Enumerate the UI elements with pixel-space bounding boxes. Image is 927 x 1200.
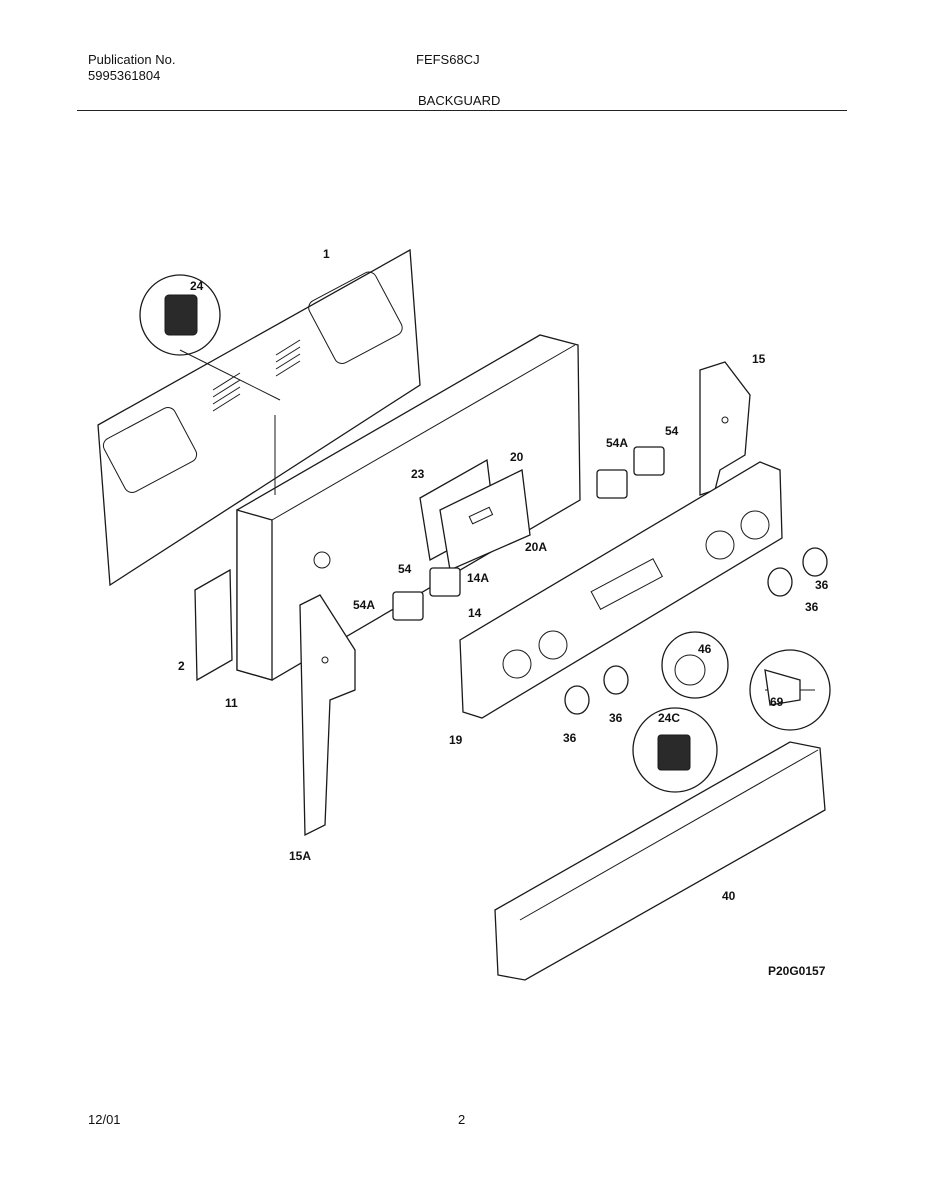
knobs-part: [564, 547, 828, 715]
part-label-20: 20: [510, 450, 524, 464]
page-number: 2: [458, 1112, 466, 1127]
part-label-11: 11: [225, 696, 238, 710]
part-label-19: 19: [449, 733, 463, 747]
trim-part: [494, 741, 826, 981]
part-label-36-b: 36: [609, 711, 623, 725]
part-label-40: 40: [722, 889, 736, 903]
part-label-20a: 20A: [525, 540, 547, 554]
part-label-14: 14: [468, 606, 482, 620]
switches-part: [392, 446, 665, 621]
clock-module-part: [419, 458, 531, 571]
part-label-46: 46: [698, 642, 712, 656]
part-label-14a: 14A: [467, 571, 489, 585]
footer-date: 12/01: [88, 1112, 121, 1127]
header-rule: [77, 110, 847, 111]
part-label-54-left: 54: [398, 562, 412, 576]
part-label-54-right: 54: [665, 424, 679, 438]
part-label-54a-left: 54A: [353, 598, 375, 612]
part-label-24c: 24C: [658, 711, 680, 725]
publication-number: 5995361804: [88, 68, 161, 83]
rear-panel-part: [97, 248, 421, 587]
part-label-2: 2: [178, 659, 185, 673]
part-labels: 1 24 23 20 20A 54 54A 14A 14 2 11 15A 15…: [178, 247, 829, 978]
control-panel-part: [459, 461, 783, 719]
part-label-15a: 15A: [289, 849, 311, 863]
part-label-36-c: 36: [815, 578, 829, 592]
side-bracket-right-part: [699, 361, 751, 496]
side-bracket-left-part: [299, 594, 356, 837]
part-label-23: 23: [411, 467, 425, 481]
part-label-15: 15: [752, 352, 766, 366]
model-number: FEFS68CJ: [416, 52, 480, 67]
part-label-69: 69: [770, 695, 784, 709]
part-label-36-d: 36: [805, 600, 819, 614]
section-title: BACKGUARD: [418, 93, 501, 108]
part-label-24: 24: [190, 279, 204, 293]
drawing-id: P20G0157: [768, 964, 826, 978]
bracket-part: [194, 568, 233, 682]
backguard-frame-part: [236, 334, 581, 681]
screw-part: [764, 669, 801, 706]
part-label-54a-right: 54A: [606, 436, 628, 450]
publication-label: Publication No.: [88, 52, 176, 67]
part-label-36-a: 36: [563, 731, 577, 745]
part-label-1: 1: [323, 247, 330, 261]
